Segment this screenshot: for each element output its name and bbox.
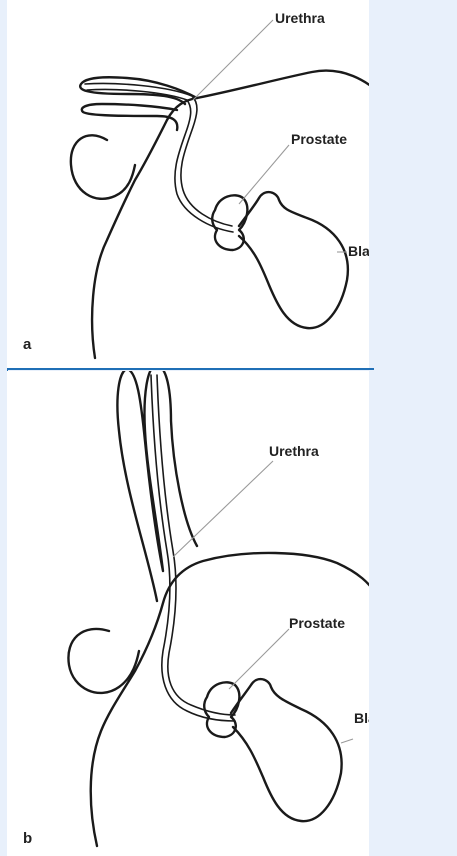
- panel-divider: [7, 368, 374, 370]
- panel-b-diagram: Urethra Prostate Bladder b: [7, 371, 369, 856]
- body-outline: [92, 71, 369, 358]
- bladder-label: Bladder: [348, 243, 369, 259]
- urethra-label: Urethra: [275, 10, 325, 26]
- panel-b: Urethra Prostate Bladder b: [7, 371, 369, 856]
- panel-b-letter: b: [23, 830, 32, 847]
- prostate-label: Prostate: [291, 131, 347, 147]
- bladder-leader-b: [341, 739, 353, 743]
- urethra-leader: [193, 20, 273, 100]
- urethra-outer-b: [151, 375, 235, 721]
- panel-a-diagram: Urethra Prostate Bladder a: [7, 0, 369, 368]
- panel-a: Urethra Prostate Bladder a: [7, 0, 369, 368]
- body-outline-b: [91, 553, 369, 846]
- urethra-label-b: Urethra: [269, 443, 319, 459]
- urethra-inner: [87, 89, 233, 232]
- bladder-label-b: Bladder: [354, 710, 369, 726]
- bladder-b: [231, 679, 342, 821]
- scrotum: [71, 135, 135, 199]
- penis-erect: [117, 371, 197, 601]
- panel-a-letter: a: [23, 336, 32, 353]
- urethra-leader-b: [173, 461, 273, 557]
- prostate-label-b: Prostate: [289, 615, 345, 631]
- bladder: [239, 192, 348, 328]
- prostate-leader: [239, 145, 289, 204]
